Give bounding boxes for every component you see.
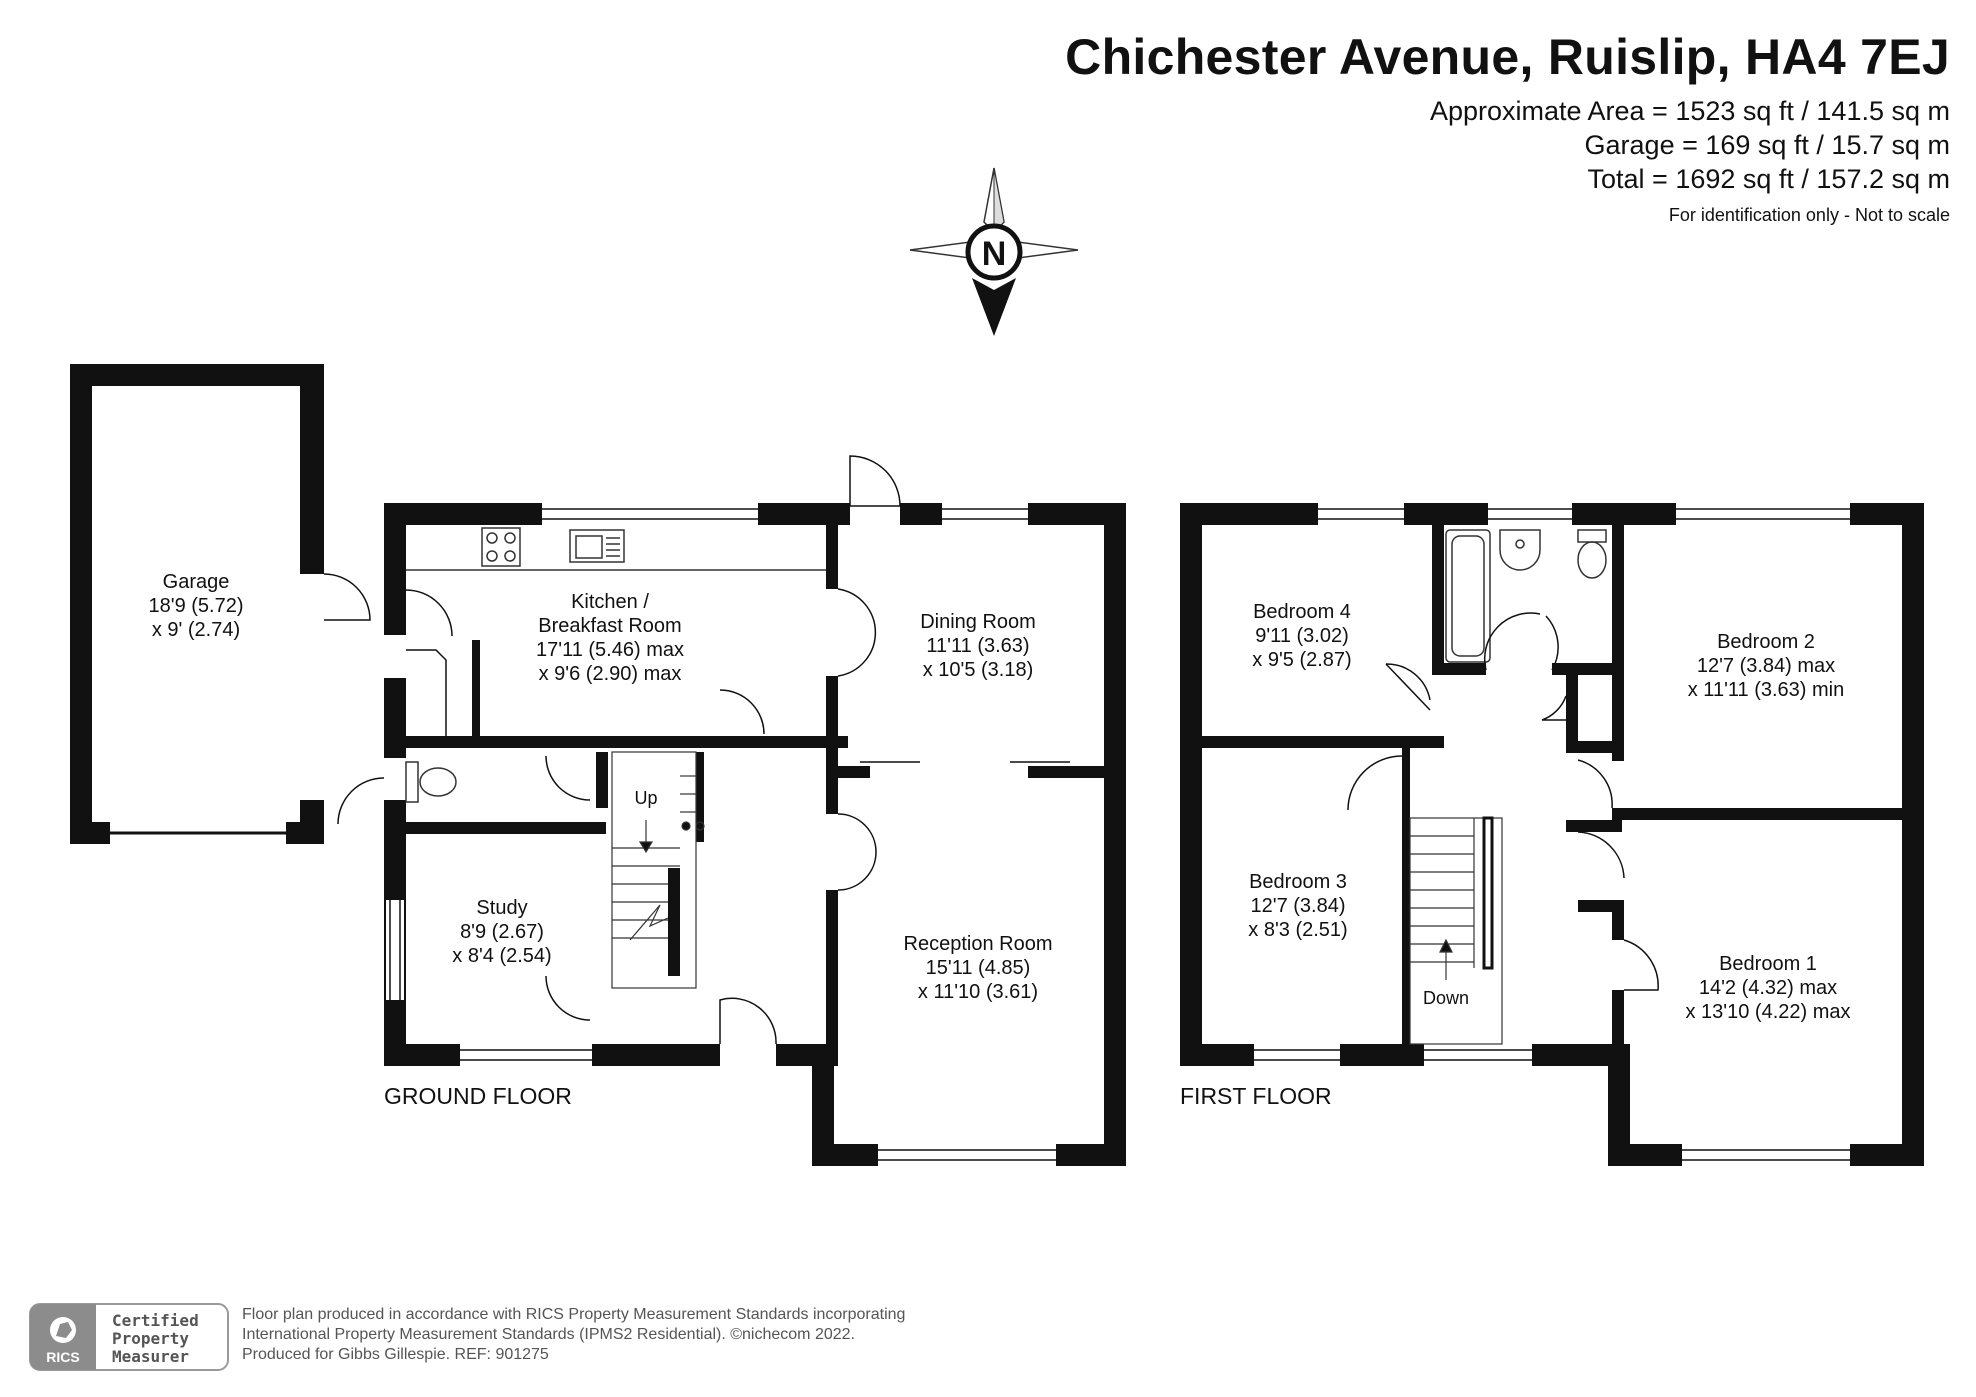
bathroom-fixtures [1445, 529, 1607, 663]
svg-text:18'9 (5.72): 18'9 (5.72) [149, 595, 244, 617]
ground-floor-windows [110, 505, 1056, 1164]
svg-text:12'7 (3.84) max: 12'7 (3.84) max [1697, 655, 1835, 677]
first-floor-windows [1254, 505, 1850, 1164]
scale-note: For identification only - Not to scale [1668, 205, 1950, 225]
svg-text:14'2 (4.32) max: 14'2 (4.32) max [1699, 977, 1837, 999]
first-floor-walls [1180, 503, 1924, 1166]
ground-floor-stairs [611, 751, 705, 989]
bedroom-2-label: Bedroom 2 12'7 (3.84) max x 11'11 (3.63)… [1688, 631, 1844, 701]
total-area: Total = 1692 sq ft / 157.2 sq m [1587, 164, 1950, 194]
first-floor-label: FIRST FLOOR [1180, 1083, 1332, 1109]
toilet-icon [405, 761, 457, 803]
svg-text:17'11 (5.46) max: 17'11 (5.46) max [536, 639, 684, 661]
basin-icon [1499, 529, 1541, 571]
svg-text:x 9'5 (2.87): x 9'5 (2.87) [1252, 649, 1351, 671]
svg-text:Study: Study [476, 897, 527, 919]
svg-text:Kitchen /: Kitchen / [571, 591, 649, 613]
svg-text:x 11'10 (3.61): x 11'10 (3.61) [918, 981, 1038, 1003]
footer-line: Floor plan produced in accordance with R… [242, 1306, 906, 1323]
approximate-area: Approximate Area = 1523 sq ft / 141.5 sq… [1429, 96, 1950, 126]
svg-text:Measurer: Measurer [112, 1347, 189, 1366]
svg-text:8'9 (2.67): 8'9 (2.67) [460, 921, 544, 943]
stairs-down-label: Down [1423, 988, 1469, 1008]
rics-certified-badge: RICS Certified Property Measurer [29, 1303, 229, 1371]
svg-text:x 9' (2.74): x 9' (2.74) [152, 619, 240, 641]
svg-text:x 10'5 (3.18): x 10'5 (3.18) [923, 659, 1034, 681]
svg-text:Dining Room: Dining Room [920, 611, 1036, 633]
kitchen-fixtures [406, 527, 826, 571]
svg-text:Bedroom 1: Bedroom 1 [1719, 953, 1817, 975]
study-label: Study 8'9 (2.67) x 8'4 (2.54) [452, 897, 551, 967]
svg-text:Property: Property [112, 1329, 189, 1348]
svg-text:Breakfast Room: Breakfast Room [538, 615, 681, 637]
svg-text:Bedroom 3: Bedroom 3 [1249, 871, 1347, 893]
page-title: Chichester Avenue, Ruislip, HA4 7EJ [1065, 29, 1950, 85]
bathroom-toilet-icon [1577, 529, 1607, 543]
sink-icon [569, 529, 625, 563]
svg-text:RICS: RICS [46, 1349, 79, 1365]
svg-text:x 9'6 (2.90) max: x 9'6 (2.90) max [539, 663, 682, 685]
svg-text:x 11'11 (3.63) min: x 11'11 (3.63) min [1688, 679, 1844, 701]
footer-disclaimer: Floor plan produced in accordance with R… [242, 1305, 905, 1365]
svg-text:Certified: Certified [112, 1311, 199, 1330]
svg-text:Bedroom 4: Bedroom 4 [1253, 601, 1351, 623]
ground-floor-walls [70, 364, 1126, 1166]
svg-text:x 13'10 (4.22) max: x 13'10 (4.22) max [1685, 1001, 1850, 1023]
hob-icon [481, 527, 521, 567]
svg-text:15'11 (4.85): 15'11 (4.85) [926, 957, 1031, 979]
footer-line: International Property Measurement Stand… [242, 1326, 855, 1343]
bedroom-4-label: Bedroom 4 9'11 (3.02) x 9'5 (2.87) [1252, 601, 1351, 671]
svg-text:Garage: Garage [163, 571, 230, 593]
footer-line: Produced for Gibbs Gillespie. REF: 90127… [242, 1346, 549, 1363]
first-floor-doors [1347, 612, 1659, 991]
svg-text:9'11 (3.02): 9'11 (3.02) [1255, 625, 1349, 647]
first-floor-stairs [1409, 816, 1503, 1045]
kitchen-label: Kitchen / Breakfast Room 17'11 (5.46) ma… [536, 591, 684, 685]
bedroom-1-label: Bedroom 1 14'2 (4.32) max x 13'10 (4.22)… [1685, 953, 1850, 1023]
dining-room-label: Dining Room 11'11 (3.63) x 10'5 (3.18) [920, 611, 1036, 681]
garage-area: Garage = 169 sq ft / 15.7 sq m [1584, 130, 1950, 160]
compass-letter: N [982, 235, 1007, 273]
svg-text:12'7 (3.84): 12'7 (3.84) [1251, 895, 1346, 917]
svg-text:x 8'4 (2.54): x 8'4 (2.54) [452, 945, 551, 967]
svg-text:x 8'3 (2.51): x 8'3 (2.51) [1248, 919, 1347, 941]
reception-room-label: Reception Room 15'11 (4.85) x 11'10 (3.6… [904, 933, 1053, 1003]
svg-text:Reception Room: Reception Room [904, 933, 1053, 955]
svg-text:11'11 (3.63): 11'11 (3.63) [926, 635, 1029, 657]
garage-label: Garage 18'9 (5.72) x 9' (2.74) [149, 571, 244, 641]
compass-rose-icon: N [909, 167, 1079, 336]
stairs-up-label: Up [634, 788, 657, 808]
bath-icon [1445, 529, 1491, 663]
bedroom-3-label: Bedroom 3 12'7 (3.84) x 8'3 (2.51) [1248, 871, 1347, 941]
ground-floor-label: GROUND FLOOR [384, 1083, 572, 1109]
svg-text:Bedroom 2: Bedroom 2 [1717, 631, 1815, 653]
ground-floor-doors [323, 455, 1070, 1045]
